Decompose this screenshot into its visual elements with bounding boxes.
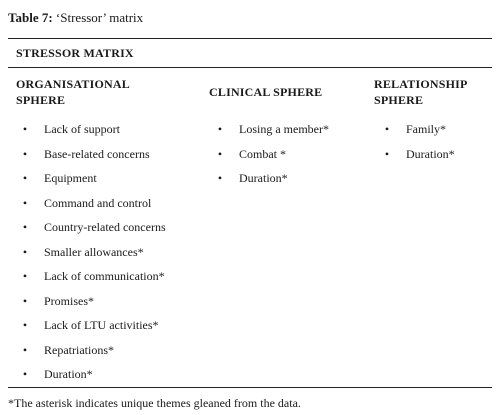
list-item-text: Duration*	[44, 367, 93, 381]
list-item: • Base-related concerns	[20, 146, 166, 171]
column-heading-organisational: ORGANISATIONAL SPHERE	[16, 76, 186, 108]
bullet-icon: •	[22, 195, 28, 210]
list-item-text: Promises*	[44, 293, 95, 308]
table-bottom-rule	[8, 387, 492, 388]
list-item-text: Country-related concerns	[44, 220, 166, 234]
table-caption-text: ‘Stressor’ matrix	[52, 10, 144, 25]
bullet-icon: •	[217, 122, 223, 136]
list-item: • Combat *	[215, 146, 329, 171]
bullet-icon: •	[22, 318, 28, 332]
list-item: • Country-related concerns	[20, 219, 166, 244]
bullet-icon: •	[384, 122, 390, 136]
list-item: • Duration*	[20, 366, 166, 391]
list-item-text: Command and control	[44, 195, 152, 210]
list-item-text: Smaller allowances*	[44, 244, 144, 259]
column-heading-relationship-line2: SPHERE	[374, 93, 424, 107]
bullet-icon: •	[22, 146, 28, 161]
column-heading-relationship-line1: RELATIONSHIP	[374, 77, 468, 91]
clinical-stressor-list: • Losing a member* • Combat * • Duration*	[215, 121, 329, 195]
bullet-icon: •	[22, 244, 28, 259]
column-heading-clinical: CLINICAL SPHERE	[209, 84, 369, 100]
bullet-icon: •	[22, 342, 28, 357]
list-item-text: Duration*	[239, 171, 288, 185]
bullet-icon: •	[217, 146, 223, 161]
table-top-rule	[8, 38, 492, 39]
list-item: • Lack of communication*	[20, 268, 166, 293]
bullet-icon: •	[22, 293, 28, 308]
column-heading-clinical-line1: CLINICAL SPHERE	[209, 85, 323, 99]
column-heading-organisational-line2: SPHERE	[16, 93, 66, 107]
bullet-icon: •	[22, 122, 28, 136]
table-caption: Table 7: ‘Stressor’ matrix	[8, 10, 143, 26]
column-heading-relationship: RELATIONSHIP SPHERE	[374, 76, 494, 108]
list-item-text: Duration*	[406, 146, 455, 161]
matrix-title: STRESSOR MATRIX	[16, 46, 134, 60]
table-caption-label: Table 7:	[8, 10, 53, 25]
list-item-text: Base-related concerns	[44, 146, 150, 161]
list-item: • Smaller allowances*	[20, 244, 166, 269]
list-item-text: Combat *	[239, 146, 286, 161]
relationship-stressor-list: • Family* • Duration*	[382, 121, 455, 170]
bullet-icon: •	[22, 220, 28, 234]
bullet-icon: •	[22, 269, 28, 283]
list-item-text: Family*	[406, 122, 447, 136]
list-item: • Losing a member*	[215, 121, 329, 146]
list-item: • Lack of LTU activities*	[20, 317, 166, 342]
list-item-text: Equipment	[44, 171, 97, 185]
table-header-rule	[8, 67, 492, 68]
list-item: • Duration*	[382, 146, 455, 171]
list-item: • Lack of support	[20, 121, 166, 146]
list-item-text: Repatriations*	[44, 342, 114, 357]
list-item: • Promises*	[20, 293, 166, 318]
list-item: • Equipment	[20, 170, 166, 195]
bullet-icon: •	[217, 171, 223, 185]
list-item-text: Lack of communication*	[44, 269, 165, 283]
bullet-icon: •	[384, 146, 390, 161]
list-item: • Repatriations*	[20, 342, 166, 367]
list-item-text: Lack of LTU activities*	[44, 318, 159, 332]
list-item-text: Lack of support	[44, 122, 120, 136]
bullet-icon: •	[22, 171, 28, 185]
table-footnote: *The asterisk indicates unique themes gl…	[8, 396, 301, 410]
list-item: • Duration*	[215, 170, 329, 195]
organisational-stressor-list: •Lack of support •Base-related concerns …	[20, 121, 166, 391]
list-item-text: Losing a member*	[239, 122, 329, 136]
column-heading-organisational-line1: ORGANISATIONAL	[16, 77, 130, 91]
list-item: • Family*	[382, 121, 455, 146]
bullet-icon: •	[22, 367, 28, 381]
list-item: • Command and control	[20, 195, 166, 220]
